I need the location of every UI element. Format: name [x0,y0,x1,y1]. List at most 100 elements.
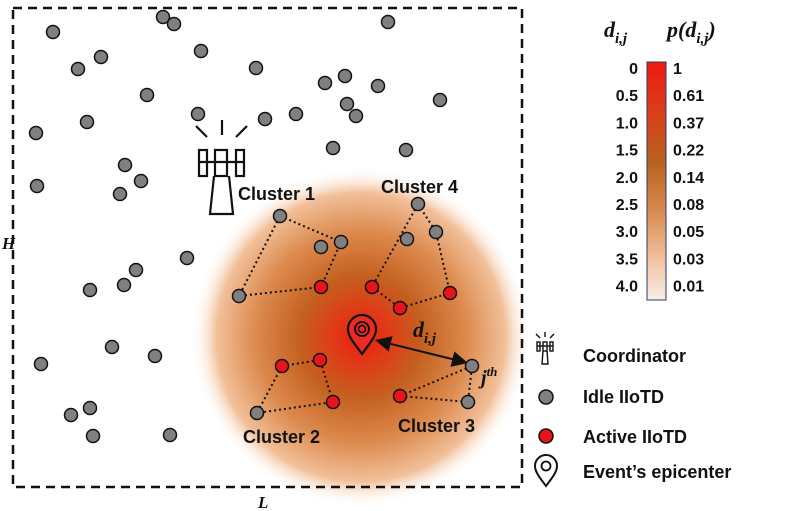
active-node [325,394,341,410]
cluster-4-link [370,202,452,310]
coordinator-tower-icon [195,120,248,216]
cluster-2-label: Cluster 2 [243,427,320,447]
epicenter-pin-icon [346,313,378,356]
svg-text:p(di,j): p(di,j) [665,17,716,47]
svg-text:di,j: di,j [604,17,628,47]
idle-node [428,224,444,240]
legend-active-node-icon [538,428,554,444]
idle-node [399,231,415,247]
idle-node [410,196,426,212]
scale-p-tick: 1 [673,61,682,78]
idle-node [116,277,132,293]
active-node [313,279,329,295]
idle-node [139,87,155,103]
scale-p-tick: 0.14 [673,170,704,187]
cluster-2-link [255,358,335,415]
active-node [392,300,408,316]
active-node [392,388,408,404]
distance-arrow [375,336,468,367]
idle-node [45,24,61,40]
idle-node [380,14,396,30]
scale-d-tick: 3.0 [616,224,638,241]
idle-node [179,250,195,266]
cluster-3-label: Cluster 3 [398,416,475,436]
scale-d-tick: 2.5 [616,197,638,214]
idle-node [317,75,333,91]
idle-node [325,140,341,156]
idle-node [82,400,98,416]
idle-node [432,92,448,108]
scale-p-tick: 0.08 [673,197,704,214]
idle-node [370,78,386,94]
idle-node [82,282,98,298]
scale-d-tick: 0 [629,61,638,78]
scale-d-tick: 0.5 [616,88,638,105]
idle-node [193,43,209,59]
cluster-4-label: Cluster 4 [381,177,458,197]
idle-node [333,234,349,250]
scale-header: di,j p(di,j) [604,17,716,47]
field-width-label: L [257,493,268,511]
distance-label: di,j [413,317,437,347]
legend-epicenter-icon [533,454,559,488]
active-node [274,358,290,374]
svg-text:di,j: di,j [413,317,437,347]
idle-node [133,173,149,189]
legend-label-coordinator: Coordinator [583,346,686,366]
idle-node [248,60,264,76]
idle-node [112,186,128,202]
scale-p-tick: 0.03 [673,251,704,268]
active-node [364,279,380,295]
idle-node [155,9,171,25]
legend-idle-node-icon [538,389,554,405]
cluster-1-label: Cluster 1 [238,184,315,204]
legend-label-idle: Idle IIoTD [583,387,664,407]
scale-d-tick: 3.5 [616,251,638,268]
legend-label-active: Active IIoTD [583,427,687,447]
jth-node-label: jth [478,364,497,389]
idle-node [348,108,364,124]
idle-node [231,288,247,304]
idle-node [398,142,414,158]
idle-node [93,49,109,65]
idle-node [249,405,265,421]
idle-node [337,68,353,84]
scale-p-tick: 0.01 [673,279,704,296]
legend: Coordinator Idle IIoTD Active IIoTD Even… [533,332,731,488]
idle-node [460,394,476,410]
idle-node [190,106,206,122]
idle-node [147,348,163,364]
idle-node [166,16,182,32]
scale-d-tick: 1.0 [616,115,638,132]
nodes-layer [28,9,480,444]
idle-node [162,427,178,443]
idle-node [257,111,273,127]
active-node [312,352,328,368]
scale-d-tick: 2.0 [616,170,638,187]
idle-node [28,125,44,141]
idle-node [117,157,133,173]
idle-node [29,178,45,194]
scale-d-tick: 4.0 [616,279,638,296]
scale-p-tick: 0.37 [673,115,704,132]
svg-text:jth: jth [478,364,497,389]
idle-node [464,358,480,374]
idle-node [288,106,304,122]
scale-p-tick: 0.05 [673,224,704,241]
active-node [442,285,458,301]
legend-coordinator-icon [535,332,555,365]
idle-node [104,339,120,355]
field-height-label: H [1,234,16,253]
idle-node [63,407,79,423]
idle-node [85,428,101,444]
idle-node [70,61,86,77]
idle-node [128,262,144,278]
idle-node [339,96,355,112]
idle-node [272,208,288,224]
idle-node [313,239,329,255]
scale-p-tick: 0.22 [673,143,704,160]
cluster-3-link [399,364,474,404]
scale-p-tick: 0.61 [673,88,704,105]
